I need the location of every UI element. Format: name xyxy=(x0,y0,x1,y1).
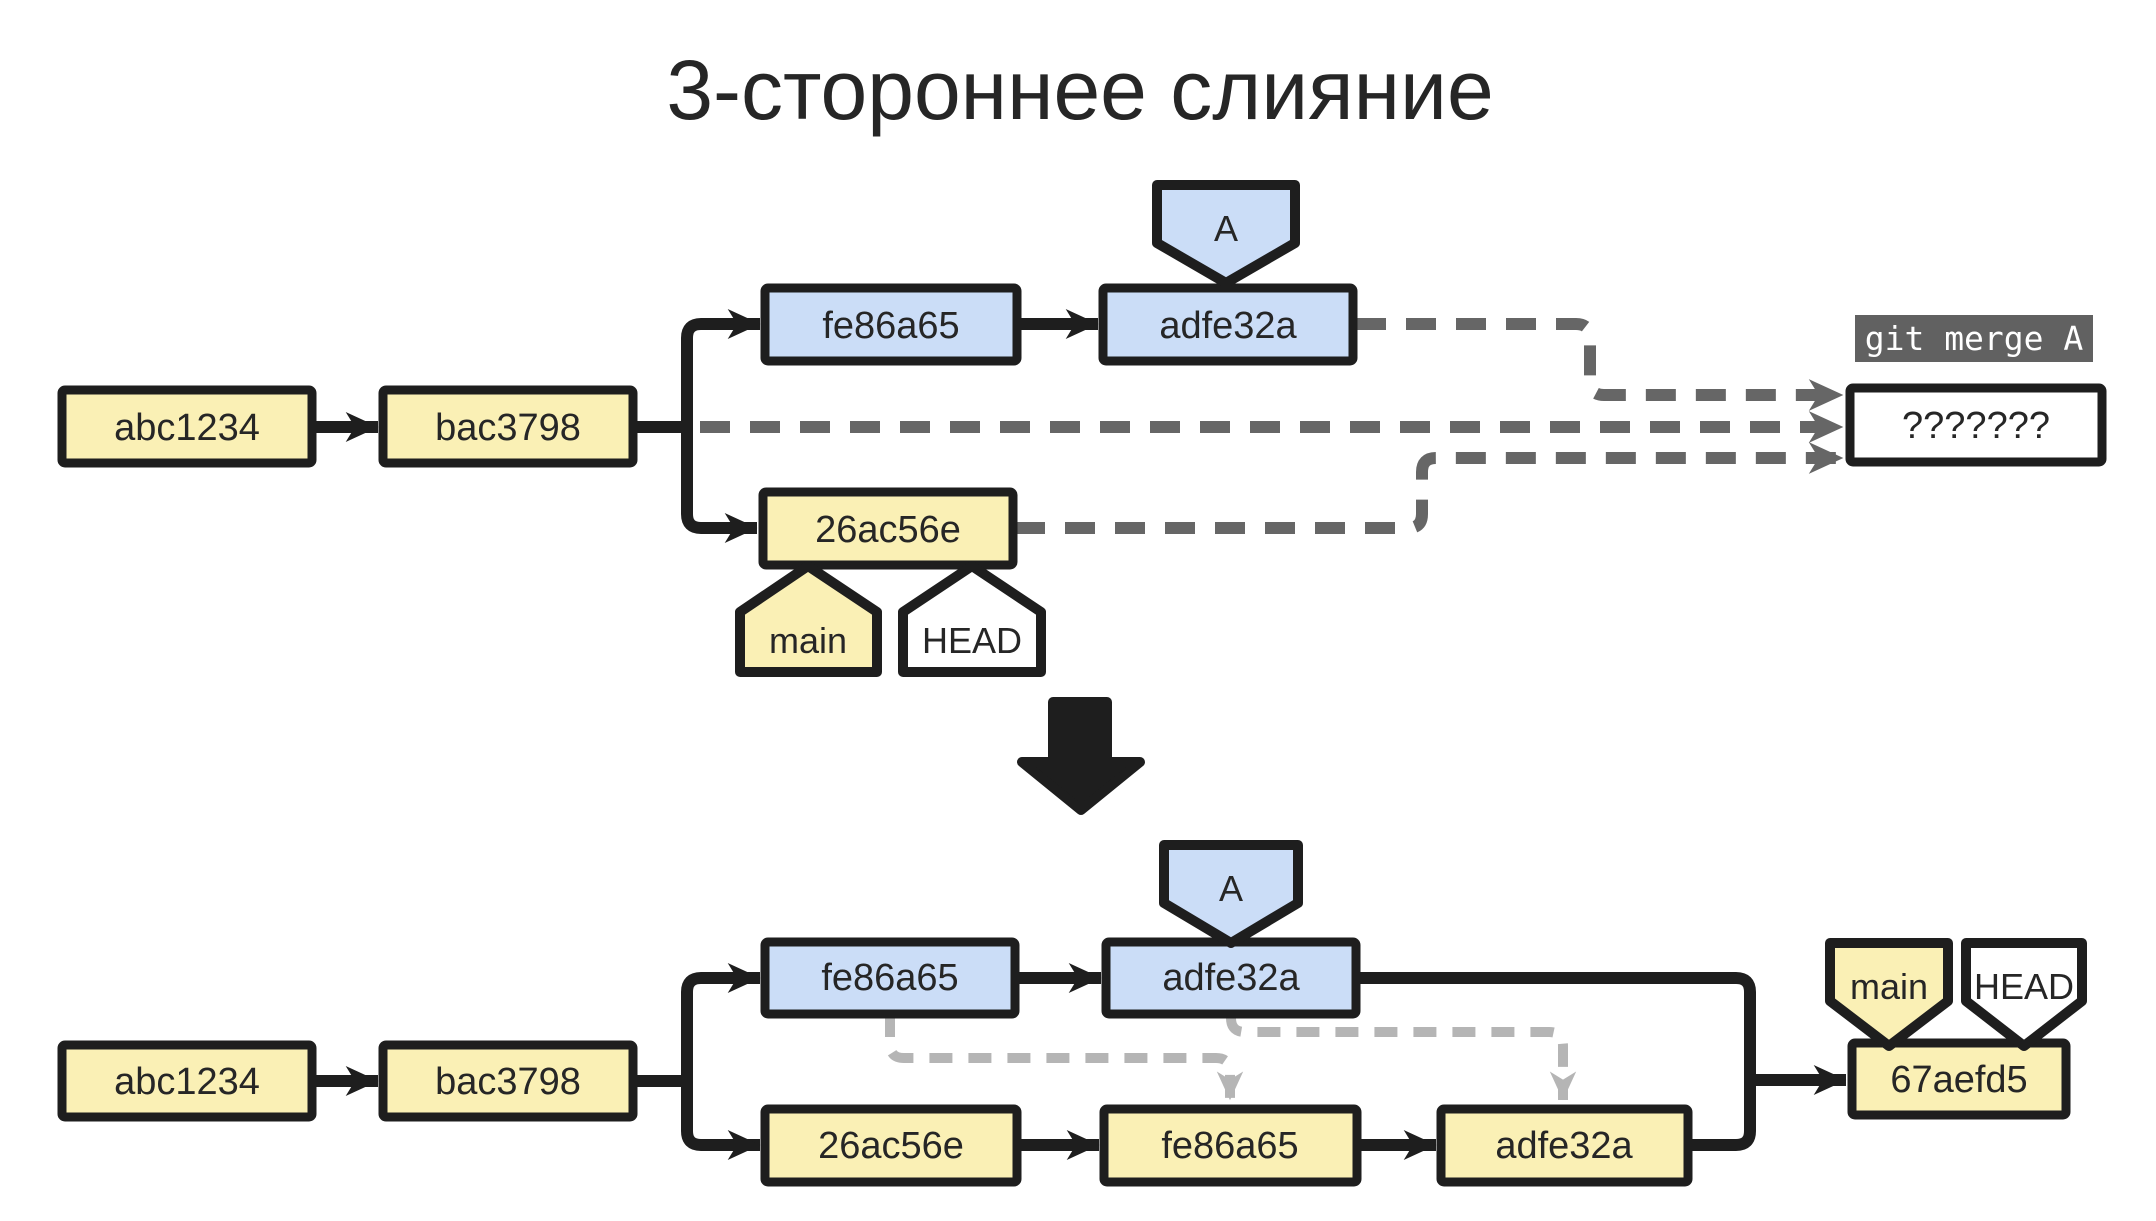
tag-shape xyxy=(1159,840,1303,948)
dash-from-adfe32a xyxy=(1356,318,1844,411)
commit-node-fe86a65-replayed: fe86a65 xyxy=(1099,1104,1362,1187)
commit-node-abc1234-before: abc1234 xyxy=(57,385,317,468)
commit-box xyxy=(378,1040,638,1122)
dash-from-26ac56e xyxy=(1015,442,1844,534)
edge-branch-down-to-26ac56e xyxy=(681,1081,761,1160)
commit-label: adfe32a xyxy=(1495,1125,1633,1167)
commit-label: abc1234 xyxy=(114,1061,260,1103)
tag-label: main xyxy=(1850,966,1928,1007)
commit-box xyxy=(57,1040,317,1122)
commit-label: adfe32a xyxy=(1162,957,1300,999)
commit-label: bac3798 xyxy=(435,1061,581,1103)
commit-label: fe86a65 xyxy=(822,305,959,347)
commit-box xyxy=(1845,383,2107,467)
commit-node-fe86a65-blue-after: fe86a65 xyxy=(760,937,1020,1019)
commit-label: 26ac56e xyxy=(818,1125,964,1167)
commit-node-adfe32a-replayed: adfe32a xyxy=(1436,1104,1693,1187)
commit-box xyxy=(760,283,1022,366)
commit-label: bac3798 xyxy=(435,407,581,449)
tag-label: A xyxy=(1219,868,1243,909)
commit-node-adfe32a-blue-after: adfe32a xyxy=(1101,937,1361,1019)
commit-node-26ac56e-after: 26ac56e xyxy=(760,1104,1022,1187)
commit-box xyxy=(760,1104,1022,1187)
edge-branch-down-to-26ac56e xyxy=(681,427,758,543)
tag-label: HEAD xyxy=(922,620,1022,661)
tag-label: A xyxy=(1214,208,1238,249)
pending-merge-result-node: ??????? xyxy=(1845,383,2107,467)
tag-shape xyxy=(735,561,882,677)
command-background xyxy=(1855,315,2093,362)
before-merge-diagram: abc1234 bac3798 fe86a65 adfe32a 26ac56e … xyxy=(57,180,2107,677)
commit-node-adfe32a-before: adfe32a xyxy=(1098,283,1358,366)
commit-box xyxy=(57,385,317,468)
commit-box xyxy=(378,385,638,468)
commit-label: 26ac56e xyxy=(815,509,961,551)
commit-node-abc1234-after: abc1234 xyxy=(57,1040,317,1122)
commit-box xyxy=(758,487,1018,570)
head-ref-tag-after: HEAD xyxy=(1961,938,2087,1051)
commit-box xyxy=(760,937,1020,1019)
commit-node-fe86a65-before: fe86a65 xyxy=(760,283,1022,366)
commit-node-26ac56e-before: 26ac56e xyxy=(758,487,1018,570)
tag-shape xyxy=(1825,938,1953,1051)
branch-tag-a-after: A xyxy=(1159,840,1303,948)
tag-label: HEAD xyxy=(1974,966,2074,1007)
commit-node-bac3798-before: bac3798 xyxy=(378,385,638,468)
commit-label: fe86a65 xyxy=(1161,1125,1298,1167)
commit-label: fe86a65 xyxy=(821,957,958,999)
dash-replay-fe86a65 xyxy=(885,1014,1244,1101)
tag-shape xyxy=(1152,180,1300,288)
commit-node-bac3798-after: bac3798 xyxy=(378,1040,638,1122)
commit-box xyxy=(1098,283,1358,366)
commit-label: ??????? xyxy=(1902,405,2050,447)
command-badge: git merge A xyxy=(1855,315,2093,362)
big-down-arrow xyxy=(1017,697,1145,815)
edge-branch-up-to-fe86a65 xyxy=(681,963,761,1081)
page-title: 3-стороннее слияние xyxy=(666,43,1493,137)
commit-box xyxy=(1847,1038,2071,1120)
tag-shape xyxy=(898,561,1046,677)
edge-branch-up-to-fe86a65 xyxy=(681,309,761,427)
main-ref-tag-before: main xyxy=(735,561,882,677)
command-label: git merge A xyxy=(1865,319,2084,358)
commit-label: abc1234 xyxy=(114,407,260,449)
tag-label: main xyxy=(769,620,847,661)
dash-replay-adfe32a xyxy=(1226,1014,1577,1101)
commit-label: 67aefd5 xyxy=(1890,1059,2027,1101)
after-merge-diagram: abc1234 bac3798 fe86a65 adfe32a 26ac56e … xyxy=(57,840,2087,1187)
commit-box xyxy=(1436,1104,1693,1187)
tag-shape xyxy=(1961,938,2087,1051)
edge-merge-join xyxy=(1356,972,1756,1151)
commit-node-67aefd5-merge: 67aefd5 xyxy=(1847,1038,2071,1120)
commit-label: adfe32a xyxy=(1159,305,1297,347)
branch-tag-a-before: A xyxy=(1152,180,1300,288)
main-ref-tag-after: main xyxy=(1825,938,1953,1051)
head-ref-tag-before: HEAD xyxy=(898,561,1046,677)
commit-box xyxy=(1099,1104,1362,1187)
